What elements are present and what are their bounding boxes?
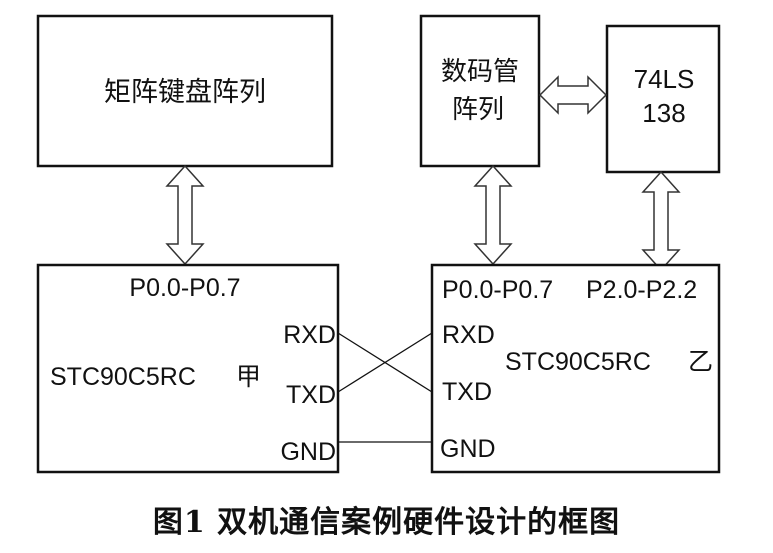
block-diagram: 矩阵键盘阵列 数码管 阵列 74LS 138 P0.0-P0.7 RXD STC…	[36, 14, 721, 474]
figure-caption: 图1 双机通信案例硬件设计的框图	[152, 505, 621, 540]
decoder-mcu-b-arrow	[642, 171, 680, 271]
mcu-a-name-label: STC90C5RC	[50, 363, 196, 391]
decoder-label-line2: 138	[642, 98, 685, 128]
display-mcu-b-arrow	[474, 165, 512, 265]
keyboard-label: 矩阵键盘阵列	[104, 77, 266, 108]
mcu-a-txd-label: TXD	[286, 381, 336, 409]
mcu-a-block: P0.0-P0.7 RXD STC90C5RC 甲 TXD GND	[36, 263, 340, 474]
mcu-a-rxd-label: RXD	[283, 321, 336, 349]
mcu-a-suffix-label: 甲	[236, 362, 261, 391]
mcu-b-block: P0.0-P0.7 P2.0-P2.2 RXD STC90C5RC 乙 TXD …	[430, 263, 721, 474]
display-decoder-arrow	[538, 75, 608, 115]
decoder-block: 74LS 138	[605, 24, 721, 174]
mcu-b-ports-p0-label: P0.0-P0.7	[442, 276, 553, 304]
txd-a-to-rxd-b-wire	[337, 332, 433, 393]
mcu-b-txd-label: TXD	[442, 378, 492, 406]
display-label-line2: 阵列	[452, 95, 504, 125]
mcu-b-name-label: STC90C5RC	[505, 348, 651, 376]
mcu-a-gnd-label: GND	[280, 438, 336, 466]
mcu-a-ports-label: P0.0-P0.7	[129, 274, 240, 302]
display-label-line1: 数码管	[441, 57, 519, 87]
mcu-b-rxd-label: RXD	[442, 321, 495, 349]
keyboard-block: 矩阵键盘阵列	[36, 14, 334, 168]
keyboard-mcu-a-arrow	[166, 165, 204, 265]
mcu-b-gnd-label: GND	[440, 435, 496, 463]
display-block: 数码管 阵列	[419, 14, 541, 168]
mcu-b-suffix-label: 乙	[688, 347, 713, 376]
decoder-label-line1: 74LS	[634, 64, 695, 94]
mcu-b-ports-p2-label: P2.0-P2.2	[586, 276, 697, 304]
